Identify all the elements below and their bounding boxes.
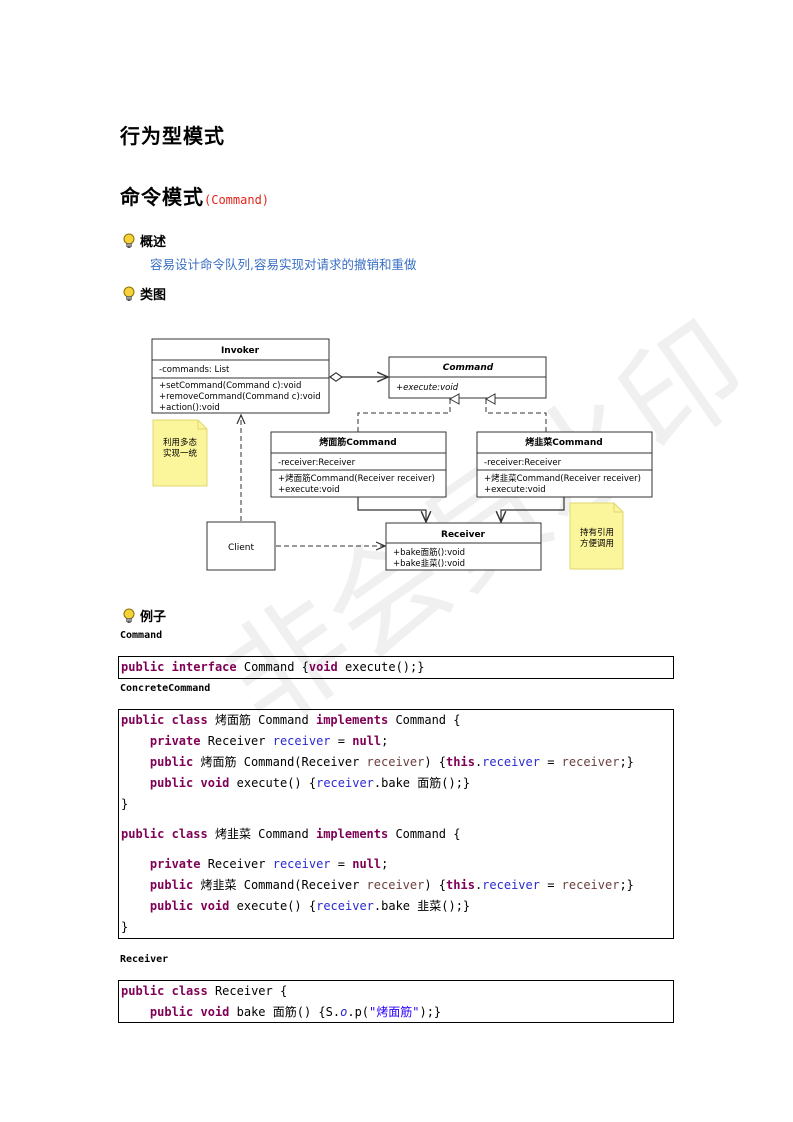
class-diagram-title: 类图: [140, 288, 167, 303]
client-class: Client: [206, 521, 276, 571]
section-title-cn: 命令模式: [120, 185, 204, 209]
invoker-name: Invoker: [221, 346, 260, 356]
lightbulb-icon: [123, 286, 135, 301]
page-title: 行为型模式: [120, 124, 225, 148]
cmd2-op: +烤韭菜Command(Receiver receiver): [484, 473, 641, 484]
code-label-command: Command: [120, 630, 163, 641]
note-polymorphism: 利用多态 实现一统: [152, 419, 208, 487]
example-heading: 例子: [122, 606, 166, 625]
realization-line-2: [486, 399, 547, 432]
overview-text: 容易设计命令队列,容易实现对请求的撤销和重做: [150, 257, 417, 272]
code-block-receiver: public class Receiver { public void bake…: [118, 980, 674, 1023]
command-op: +execute:void: [396, 383, 459, 393]
concrete-command-1-class: 烤面筋Command -receiver:Receiver +烤面筋Comman…: [270, 431, 447, 498]
overview-title: 概述: [140, 235, 167, 250]
cmd1-attr: -receiver:Receiver: [278, 458, 356, 468]
receiver-op: +bake韭菜():void: [393, 558, 465, 569]
uml-class-diagram: Invoker -commands: List +setCommand(Comm…: [151, 338, 653, 571]
code-block-concrete: public class 烤面筋 Command implements Comm…: [118, 709, 674, 939]
note-line: 持有引用: [580, 527, 614, 538]
section-title-en: (Command): [204, 193, 270, 207]
cmd1-op: +execute:void: [278, 485, 340, 495]
lightbulb-icon: [123, 608, 135, 623]
cmd2-name: 烤韭菜Command: [525, 436, 602, 448]
receiver-op: +bake面筋():void: [393, 547, 465, 558]
cmd2-attr: -receiver:Receiver: [484, 458, 562, 468]
code-label-concrete: ConcreteCommand: [120, 683, 211, 694]
code-label-receiver: Receiver: [120, 954, 169, 965]
invoker-class: Invoker -commands: List +setCommand(Comm…: [151, 338, 330, 414]
cmd2-op: +execute:void: [484, 485, 546, 495]
receiver-class: Receiver +bake面筋():void +bake韭菜():void: [385, 522, 542, 571]
lightbulb-icon: [123, 233, 135, 248]
overview-heading: 概述: [122, 231, 166, 250]
note-reference: 持有引用 方便调用: [569, 502, 624, 570]
invoker-op: +action():void: [159, 403, 220, 413]
invoker-attr: -commands: List: [159, 365, 230, 375]
class-diagram-heading: 类图: [122, 284, 166, 303]
client-name: Client: [228, 543, 255, 553]
concrete-command-2-class: 烤韭菜Command -receiver:Receiver +烤韭菜Comman…: [476, 431, 653, 498]
example-title: 例子: [140, 610, 167, 625]
note-line: 利用多态: [163, 437, 198, 448]
note-line: 方便调用: [580, 538, 614, 549]
association-line-1: [357, 497, 426, 522]
receiver-name: Receiver: [441, 530, 486, 540]
cmd1-op: +烤面筋Command(Receiver receiver): [278, 473, 435, 484]
note-line: 实现一统: [163, 448, 198, 459]
invoker-op: +setCommand(Command c):void: [159, 381, 301, 391]
command-interface: Command +execute:void: [388, 356, 547, 399]
association-line-2: [501, 497, 565, 522]
invoker-op: +removeCommand(Command c):void: [159, 392, 321, 402]
section-title: 命令模式(Command): [120, 181, 269, 210]
code-block-command: public interface Command {void execute()…: [118, 656, 674, 679]
realization-line-1: [357, 399, 450, 432]
cmd1-name: 烤面筋Command: [319, 436, 396, 448]
command-name: Command: [443, 363, 494, 373]
